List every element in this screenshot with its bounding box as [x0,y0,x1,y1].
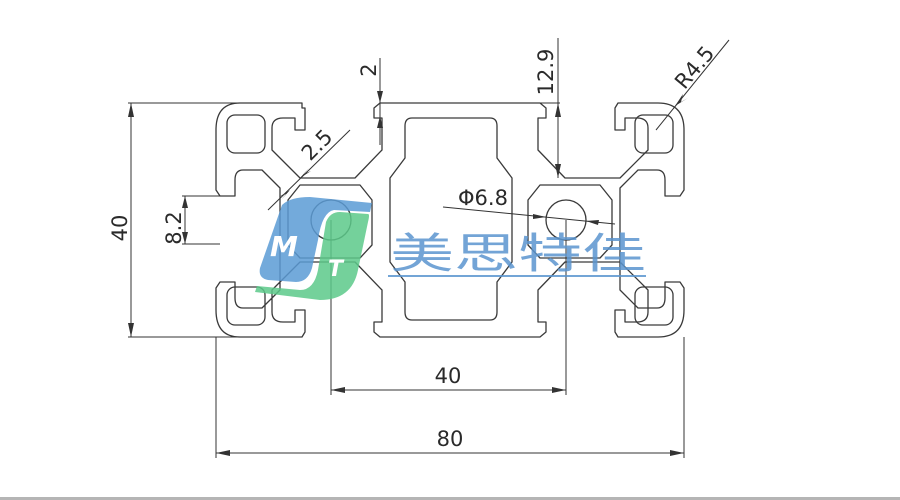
bottom-border [0,497,900,500]
dim-label-40-vertical: 40 [108,215,132,242]
dim-slot-opening: 8.2 [162,195,220,245]
logo-letter-t: T [328,257,345,282]
logo-green-shape [255,212,369,300]
dim-overall-height: 40 [108,102,240,338]
brand-name-text: 美思特佳 [390,229,646,278]
dim-slot-depth: 12.9 [534,38,561,178]
dim-label-phi-6-8: Φ6.8 [458,186,508,210]
dim-label-2: 2 [357,63,381,76]
dim-label-2-5: 2.5 [297,125,338,166]
dim-label-r4-5: R4.5 [670,41,719,93]
dim-overall-width: 80 [215,337,685,458]
corner-hollow-bottom-right [634,286,674,326]
corner-hollow-top-right [634,114,674,154]
dim-center-spacing: 40 [330,220,567,395]
central-hollow [389,117,513,321]
dim-label-40-horizontal: 40 [435,364,462,388]
corner-hollow-top-left [226,114,266,154]
logo-letter-m: M [270,230,298,263]
dim-label-12-9: 12.9 [534,49,558,96]
logo-blue-shape [259,197,372,282]
dim-label-8-2: 8.2 [162,211,186,244]
dim-center-bore: Φ6.8 [442,186,616,225]
dim-lip-thickness: 2 [357,58,383,145]
dim-corner-radius: R4.5 [655,39,730,131]
watermark-logo: M T 美思特佳 [255,197,646,300]
profile-outer-contour [215,102,685,338]
corner-hollow-bottom-left [226,286,266,326]
brand-underline [388,275,646,277]
dim-label-80: 80 [437,427,464,451]
